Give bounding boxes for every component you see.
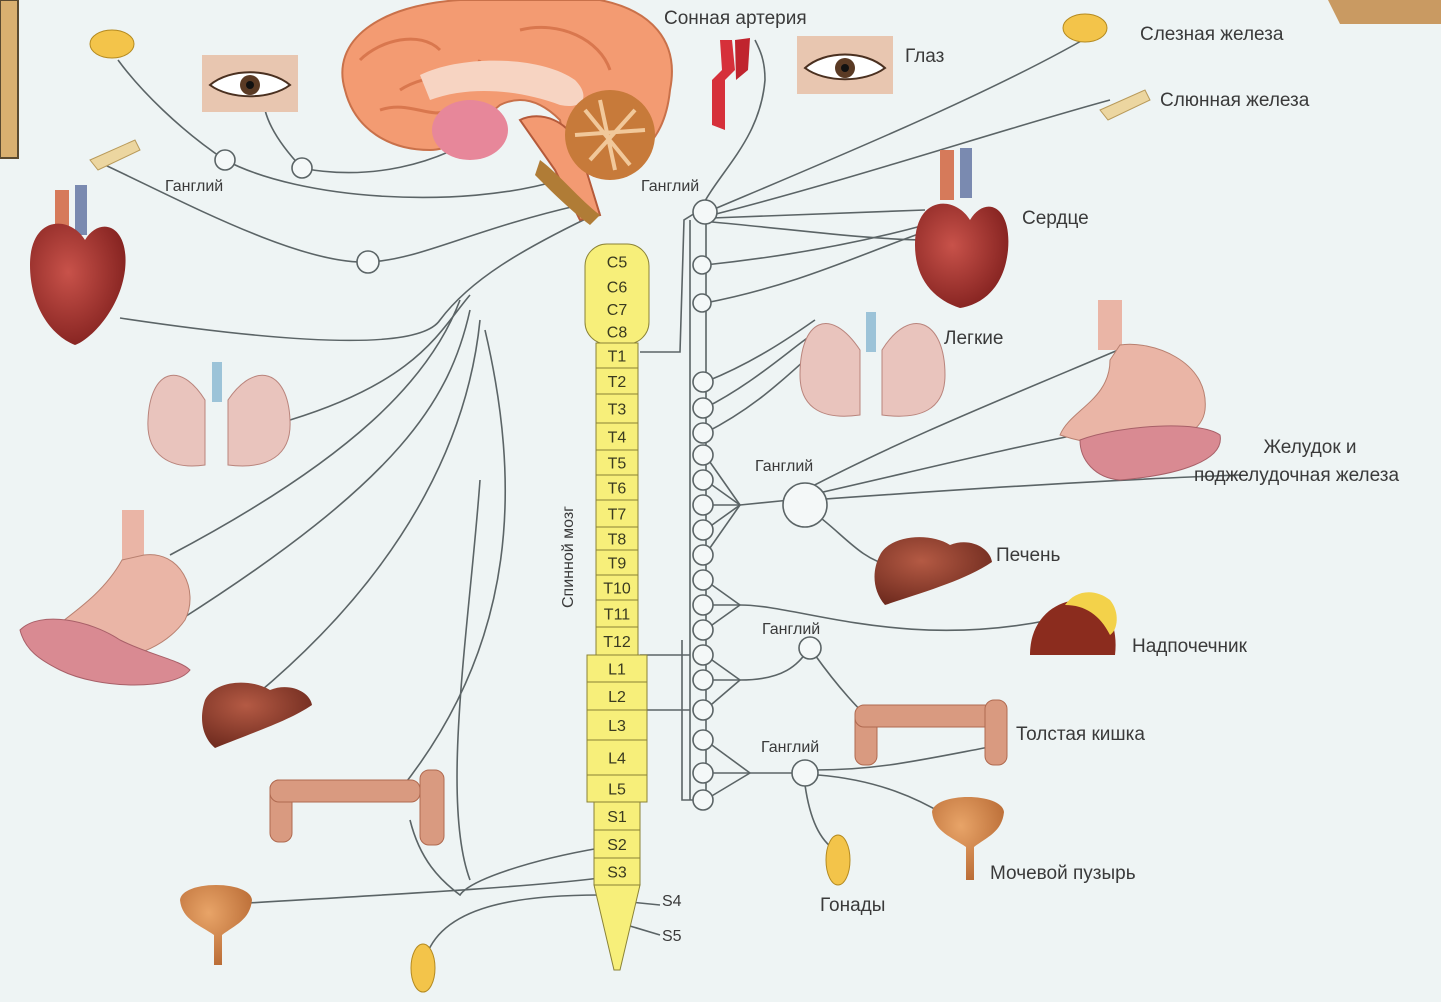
- spinal-cord: C5C6C7C8T1T2T3T4T5T6T7T8T9T10T11T12L1L2L…: [585, 244, 649, 970]
- spine-label-l2: L2: [608, 689, 626, 706]
- label-gonads: Гонады: [820, 895, 885, 917]
- label-lacrimal-gland: Слезная железа: [1140, 24, 1283, 46]
- gonad-left-illustration: [411, 944, 435, 992]
- spine-label-t12: T12: [603, 634, 631, 651]
- spine-label-c7: C7: [607, 302, 628, 319]
- label-carotid-artery: Сонная артерия: [664, 8, 807, 30]
- lungs-right-illustration: [800, 312, 945, 416]
- lacrimal-gland-right-illustration: [1063, 14, 1107, 42]
- spine-label-t7: T7: [608, 507, 627, 524]
- label-sacral-s4: S4: [662, 893, 682, 911]
- spine-label-s3: S3: [607, 865, 627, 882]
- label-colon: Толстая кишка: [1016, 724, 1145, 746]
- ganglion-celiac: [783, 483, 827, 527]
- label-stomach-line1: Желудок и: [1250, 437, 1370, 459]
- salivary-gland-right-illustration: [1100, 90, 1150, 120]
- ganglion-circles: [215, 150, 827, 810]
- label-ganglion-celiac: Ганглий: [755, 458, 813, 476]
- colon-left-illustration: [270, 770, 444, 845]
- spine-label-c8: C8: [607, 325, 628, 342]
- label-salivary-gland: Слюнная железа: [1160, 90, 1309, 112]
- spine-label-s1: S1: [607, 809, 627, 826]
- spine-label-t6: T6: [608, 481, 627, 498]
- spine-label-t5: T5: [608, 456, 627, 473]
- spine-label-t3: T3: [608, 402, 627, 419]
- heart-right-illustration: [915, 148, 1008, 308]
- spine-label-t2: T2: [608, 374, 627, 391]
- stomach-pancreas-left-illustration: [20, 510, 190, 685]
- eye-right-illustration: [797, 36, 893, 94]
- label-heart: Сердце: [1022, 208, 1089, 230]
- ganglion-otic: [357, 251, 379, 273]
- label-sacral-s5: S5: [662, 928, 682, 946]
- label-liver: Печень: [996, 545, 1060, 567]
- spine-label-t11: T11: [604, 607, 630, 624]
- stomach-pancreas-right-illustration: [1060, 300, 1220, 480]
- label-ganglion-inf-mesenteric: Ганглий: [761, 739, 819, 757]
- salivary-gland-left-illustration: [90, 140, 140, 170]
- spine-label-c5: C5: [607, 255, 628, 272]
- spine-label-t10: T10: [603, 581, 631, 598]
- spine-label-t8: T8: [608, 532, 627, 549]
- label-spinal-cord: Спинной мозг: [560, 506, 578, 608]
- spine-label-c6: C6: [607, 280, 628, 297]
- frame-fragment-right: [1328, 0, 1441, 24]
- liver-left-illustration: [202, 683, 312, 748]
- spine-label-l3: L3: [608, 718, 626, 735]
- spine-label-s2: S2: [607, 837, 627, 854]
- spine-label-l5: L5: [608, 782, 626, 799]
- label-stomach-line2: поджелудочная железа: [1194, 465, 1399, 487]
- label-lungs: Легкие: [944, 328, 1003, 350]
- label-bladder: Мочевой пузырь: [990, 863, 1136, 885]
- spine-label-l1: L1: [608, 662, 626, 679]
- label-eye: Глаз: [905, 46, 944, 68]
- label-ganglion-cervical: Ганглий: [641, 178, 699, 196]
- ganglion-superior-cervical: [693, 200, 717, 224]
- liver-right-illustration: [875, 537, 992, 605]
- spine-label-t4: T4: [608, 430, 627, 447]
- eye-left-illustration: [202, 55, 298, 112]
- gonad-right-illustration: [826, 835, 850, 885]
- ganglion-ciliary: [215, 150, 235, 170]
- spine-label-t1: T1: [608, 349, 627, 366]
- ganglion-pterygopalatine: [292, 158, 312, 178]
- lacrimal-gland-left-illustration: [90, 30, 134, 58]
- label-adrenal: Надпочечник: [1132, 636, 1247, 658]
- colon-right-illustration: [855, 700, 1007, 765]
- carotid-artery-illustration: [712, 38, 750, 130]
- spine-label-t9: T9: [608, 556, 627, 573]
- lungs-left-illustration: [148, 362, 290, 466]
- ganglion-superior-mesenteric: [799, 637, 821, 659]
- bladder-left-illustration: [180, 885, 252, 965]
- ganglion-inferior-mesenteric: [792, 760, 818, 786]
- label-ganglion-sup-mesenteric: Ганглий: [762, 621, 820, 639]
- frame-fragment-left: [0, 0, 18, 158]
- spine-label-l4: L4: [608, 751, 626, 768]
- adrenal-illustration: [1030, 592, 1117, 655]
- heart-left-illustration: [30, 185, 126, 345]
- label-ganglion-left: Ганглий: [165, 178, 223, 196]
